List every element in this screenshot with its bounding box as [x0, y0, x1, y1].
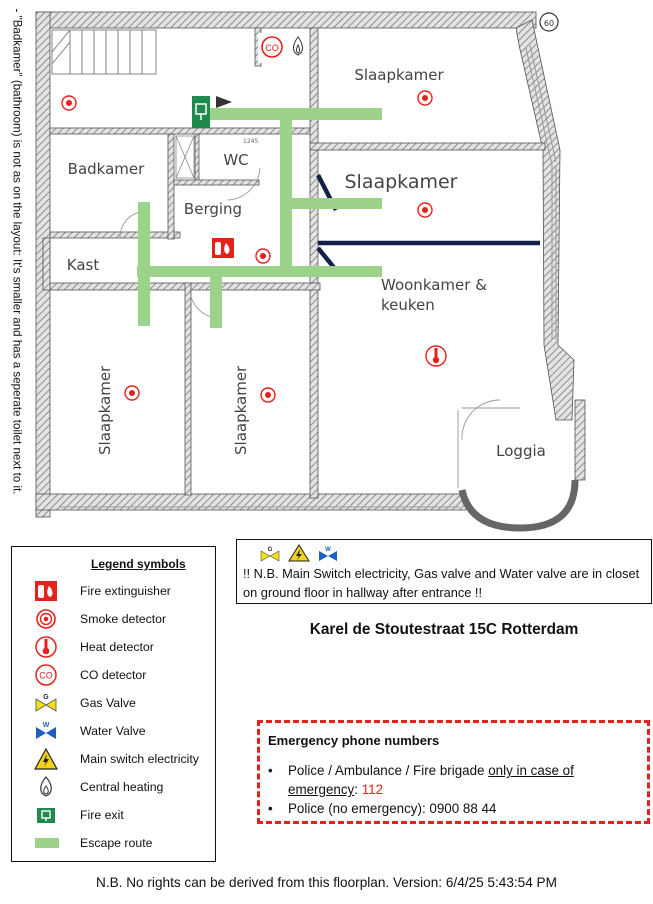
- heat-detector-icon: [35, 636, 57, 658]
- escape-route: [137, 108, 382, 328]
- emergency-item-text: Police / Ambulance / Fire brigade: [288, 763, 489, 778]
- windows: [60, 44, 557, 508]
- smoke-detector-icon: [124, 385, 140, 401]
- legend-label: CO detector: [80, 668, 147, 682]
- smoke-detector-icon: [36, 609, 56, 629]
- shower: [175, 135, 195, 179]
- legend-label: Fire exit: [80, 808, 124, 822]
- room-label-loggia: Loggia: [496, 442, 546, 460]
- legend-title: Legend symbols: [91, 557, 186, 571]
- gas-valve-icon: G: [260, 547, 280, 562]
- co-detector-icon: CO: [35, 664, 57, 686]
- legend-item-smoke-detector: Smoke detector: [12, 607, 212, 631]
- emergency-item-condition: only in case of emergency: [288, 763, 574, 797]
- emergency-title: Emergency phone numbers: [268, 733, 440, 748]
- legend-label: Gas Valve: [80, 696, 136, 710]
- water-valve-icon: W: [319, 547, 337, 561]
- room-label-wc: WC: [223, 151, 248, 169]
- address: Karel de Stoutestraat 15C Rotterdam: [309, 621, 579, 638]
- co-detector-icon: CO: [261, 36, 283, 58]
- water-letter: W: [325, 547, 331, 553]
- emergency-numbers: Emergency phone numbers • Police / Ambul…: [257, 720, 650, 824]
- central-heating-icon: [40, 776, 52, 797]
- legend-label: Central heating: [80, 780, 164, 794]
- legend-label: Heat detector: [80, 640, 154, 654]
- main-switch-icon: [34, 747, 58, 770]
- exit-arrow: [216, 96, 232, 108]
- central-heating-icon: [293, 36, 303, 56]
- legend-item-escape-route: Escape route: [12, 831, 212, 855]
- room-label-badkamer: Badkamer: [68, 160, 145, 178]
- room-label-slaapkamer-top: Slaapkamer: [354, 66, 444, 84]
- emergency-item: • Police (no emergency): 0900 88 44: [268, 799, 640, 818]
- co-text: CO: [39, 671, 53, 681]
- legend-item-fire-exit: Fire exit: [12, 803, 212, 827]
- bullet: •: [268, 801, 273, 816]
- bullet: •: [268, 763, 273, 778]
- floor-plan: 60 Slaapkamer Slaapkamer Badkamer WC Ber…: [35, 11, 586, 532]
- legend-label: Escape route: [80, 836, 153, 850]
- room-label-woonkamer-1: Woonkamer &: [381, 276, 487, 294]
- smoke-detector-icon: [417, 202, 433, 218]
- smoke-detector-icon: [417, 90, 433, 106]
- water-letter: W: [43, 722, 50, 729]
- legend-item-water-valve: W Water Valve: [12, 719, 212, 743]
- walls: [35, 11, 586, 518]
- fire-exit-icon: [37, 808, 55, 823]
- main-switch-icon: [288, 544, 310, 562]
- fire-extinguisher-icon: [35, 581, 57, 601]
- footer-disclaimer: N.B. No rights can be derived from this …: [96, 875, 557, 890]
- emergency-number: 112: [361, 782, 384, 797]
- legend-label: Fire extinguisher: [80, 584, 171, 598]
- emergency-item-colon: :: [354, 782, 362, 797]
- escape-route-icon: [35, 838, 59, 848]
- room-label-woonkamer-2: keuken: [381, 296, 435, 314]
- legend-label: Water Valve: [80, 724, 146, 738]
- legend-label: Smoke detector: [80, 612, 167, 626]
- legend-label: Main switch electricity: [80, 752, 199, 766]
- legend: Legend symbols Fire extinguisher Smoke d…: [11, 546, 216, 862]
- legend-item-heat-detector: Heat detector: [12, 635, 212, 659]
- compass-marker: 60: [539, 12, 559, 32]
- co-text: CO: [265, 43, 279, 53]
- side-note: - "Badkamer" (bathroom) is not as on the…: [10, 8, 24, 495]
- heat-detector-icon: [425, 345, 447, 367]
- gas-letter: G: [43, 694, 49, 701]
- doors: [119, 167, 520, 488]
- fire-extinguisher-icon: [212, 238, 234, 258]
- utilities-notice: G W !! N.B. Main Switch electricity, Gas…: [236, 539, 652, 604]
- legend-item-fire-extinguisher: Fire extinguisher: [12, 579, 212, 603]
- smoke-detector-icon: [255, 248, 271, 264]
- room-label-slaapkamer-left: Slaapkamer: [96, 365, 114, 455]
- emergency-item-text: Police (no emergency): 0900 88 44: [288, 801, 497, 816]
- room-label-slaapkamer-mid: Slaapkamer: [344, 171, 457, 193]
- loggia-wall: [458, 479, 579, 532]
- dimension-label: 1245: [243, 138, 258, 145]
- legend-item-central-heating: Central heating: [12, 775, 212, 799]
- legend-item-main-switch: Main switch electricity: [12, 747, 212, 771]
- staircase: [51, 29, 157, 75]
- room-label-berging: Berging: [184, 200, 242, 218]
- gas-letter: G: [268, 547, 273, 553]
- legend-item-gas-valve: G Gas Valve: [12, 691, 212, 715]
- legend-item-co-detector: CO CO detector: [12, 663, 212, 687]
- compass-label: 60: [544, 19, 554, 28]
- smoke-detector-icon: [260, 387, 276, 403]
- fire-exit-icon: [192, 96, 210, 128]
- room-label-slaapkamer-right: Slaapkamer: [232, 365, 250, 455]
- room-label-kast: Kast: [67, 256, 100, 274]
- water-valve-icon: W: [36, 722, 56, 739]
- emergency-item: • Police / Ambulance / Fire brigade only…: [268, 761, 640, 799]
- notice-text: !! N.B. Main Switch electricity, Gas val…: [243, 566, 640, 600]
- gas-valve-icon: G: [35, 694, 57, 712]
- smoke-detector-icon: [61, 95, 77, 111]
- notice-icons: G W: [260, 544, 337, 562]
